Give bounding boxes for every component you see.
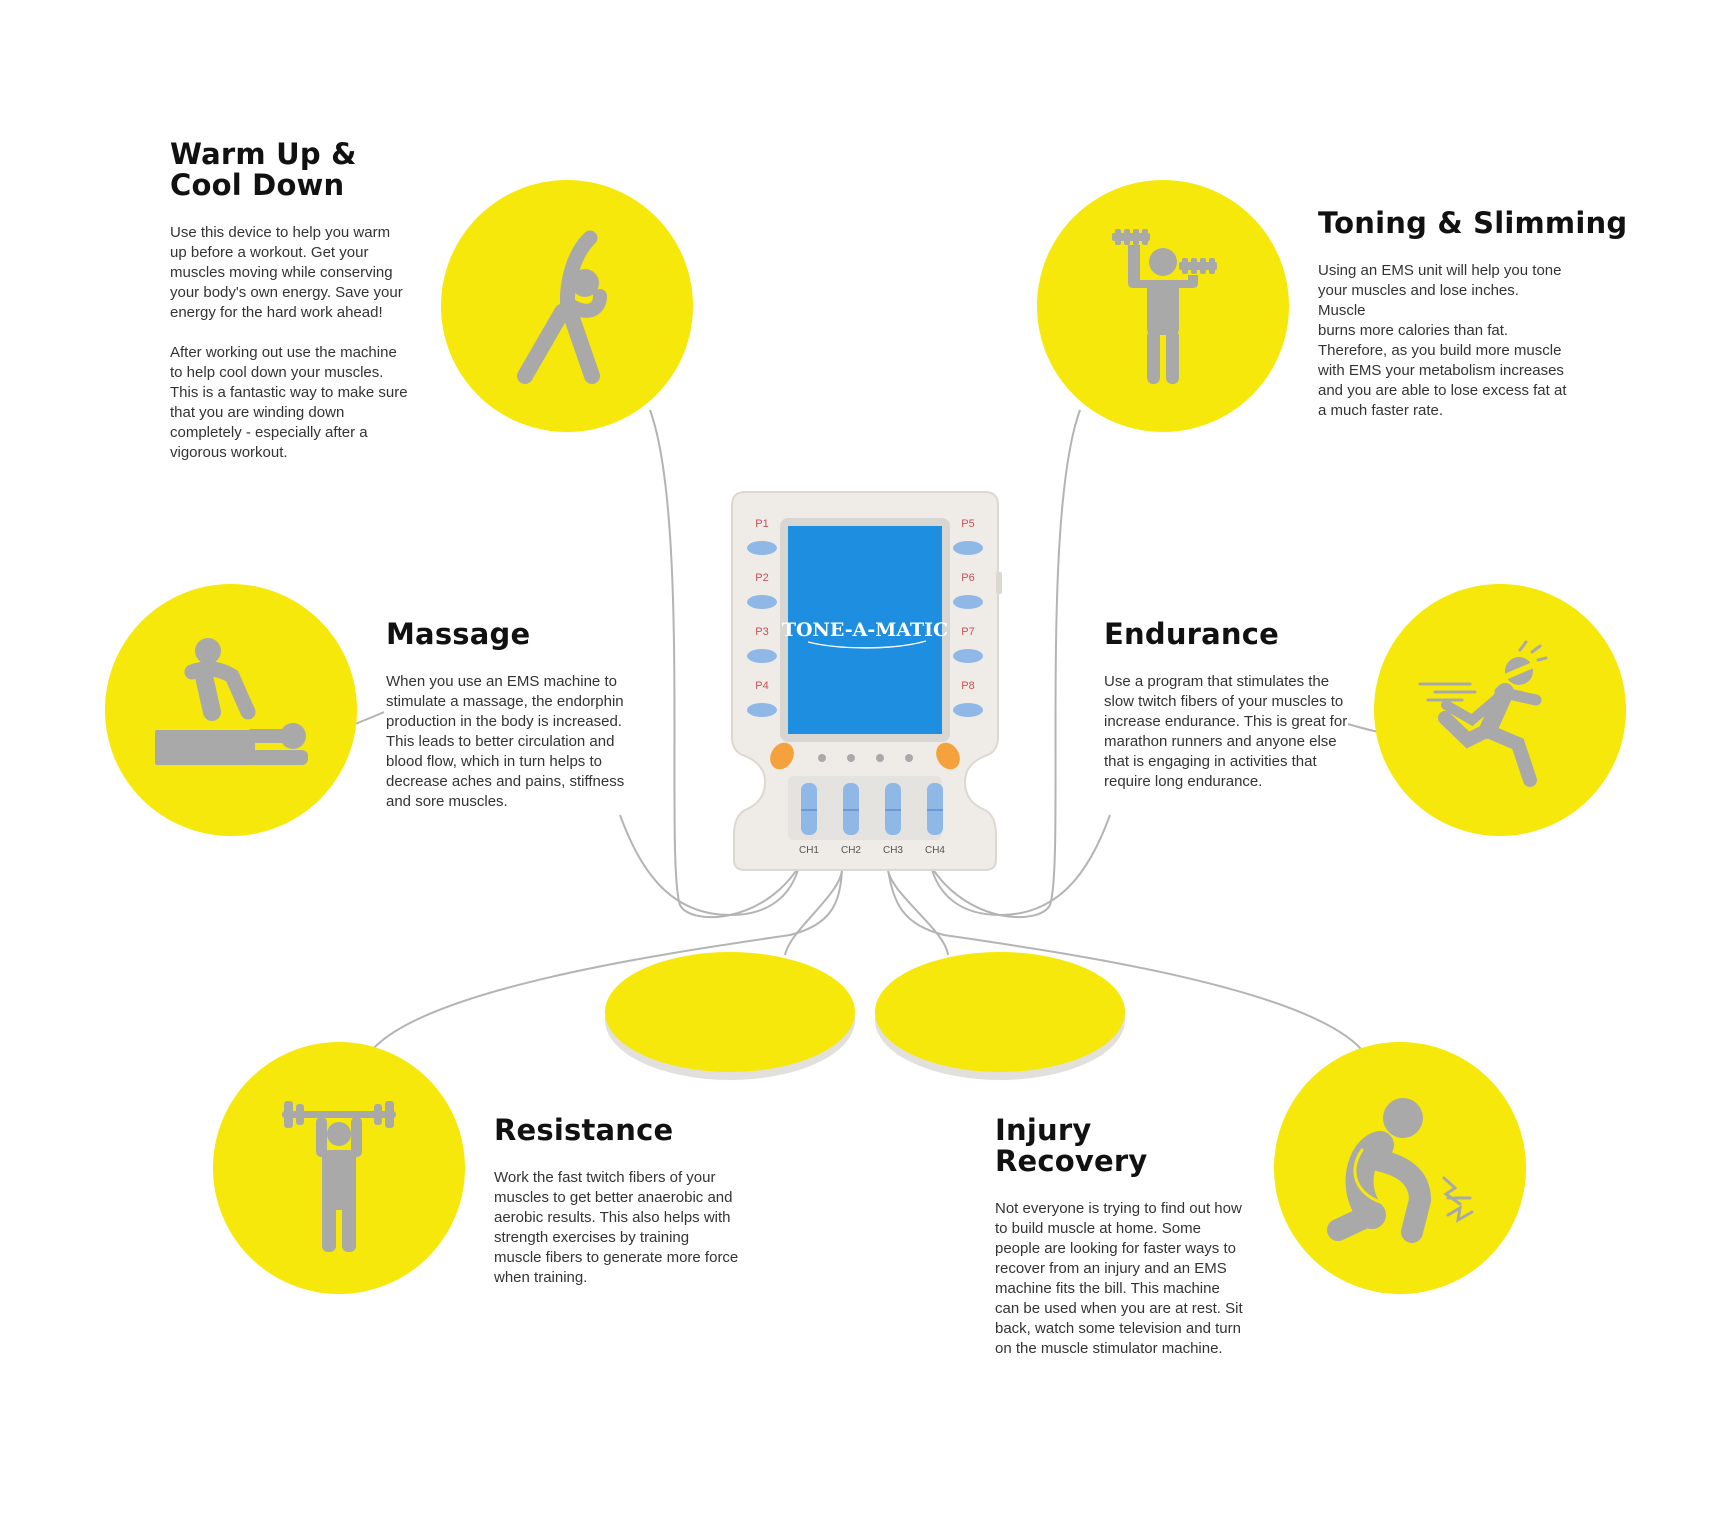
device-screen <box>788 526 942 734</box>
stretching-person-icon <box>517 230 607 384</box>
injury-section: Injury Recovery Not everyone is trying t… <box>995 1115 1245 1359</box>
warmup-section: Warm Up & Cool Down Use this device to h… <box>170 139 410 463</box>
program-button-p5[interactable] <box>953 541 983 555</box>
toning-section: Toning & Slimming Using an EMS unit will… <box>1318 208 1678 421</box>
program-label-p6: P6 <box>961 572 974 584</box>
program-button-p3[interactable] <box>747 649 777 663</box>
warmup-paragraph-1: Use this device to help you warm up befo… <box>170 224 403 321</box>
massage-icon <box>155 638 308 765</box>
program-label-p4: P4 <box>755 680 768 692</box>
resistance-paragraph: Work the fast twitch fibers of your musc… <box>494 1169 739 1286</box>
left-knob[interactable] <box>765 738 798 773</box>
endurance-paragraph: Use a program that stimulates the slow t… <box>1104 673 1348 790</box>
indicator-led <box>818 754 826 762</box>
injury-paragraph: Not everyone is trying to find out how t… <box>995 1200 1243 1357</box>
running-person-icon <box>1418 640 1548 787</box>
program-label-p1: P1 <box>755 518 768 530</box>
program-button-p7[interactable] <box>953 649 983 663</box>
massage-title: Massage <box>386 617 531 651</box>
program-button-p4[interactable] <box>747 703 777 717</box>
program-label-p2: P2 <box>755 572 768 584</box>
warmup-circle <box>441 180 693 432</box>
massage-circle <box>105 584 357 836</box>
indicator-led <box>876 754 884 762</box>
injury-circle <box>1274 1042 1526 1294</box>
program-label-p7: P7 <box>961 626 974 638</box>
indicator-led <box>847 754 855 762</box>
channel-label-ch1: CH1 <box>799 845 819 856</box>
program-button-p8[interactable] <box>953 703 983 717</box>
resistance-section: Resistance Work the fast twitch fibers o… <box>494 1115 739 1288</box>
warmup-title: Warm Up & Cool Down <box>170 137 357 202</box>
toning-circle <box>1037 180 1289 432</box>
lead-wires <box>354 409 1379 1051</box>
channel-label-ch3: CH3 <box>883 845 903 856</box>
barbell-lift-icon <box>282 1101 396 1252</box>
channel-label-ch2: CH2 <box>841 845 861 856</box>
program-button-p6[interactable] <box>953 595 983 609</box>
warmup-paragraph-2: After working out use the machine to hel… <box>170 344 408 461</box>
endurance-circle <box>1374 584 1626 836</box>
massage-paragraph: When you use an EMS machine to stimulate… <box>386 673 625 810</box>
injury-title: Injury Recovery <box>995 1113 1148 1178</box>
toning-paragraph: Using an EMS unit will help you tone you… <box>1318 262 1567 419</box>
indicator-led <box>905 754 913 762</box>
program-button-p2[interactable] <box>747 595 777 609</box>
right-knob[interactable] <box>931 738 964 773</box>
electrode-pad-right <box>875 952 1125 1080</box>
resistance-title: Resistance <box>494 1113 674 1147</box>
knee-injury-icon <box>1327 1098 1474 1243</box>
channel-label-ch4: CH4 <box>925 845 945 856</box>
massage-section: Massage When you use an EMS machine to s… <box>386 619 636 812</box>
channel-panel <box>788 776 942 840</box>
program-label-p5: P5 <box>961 518 974 530</box>
program-button-p1[interactable] <box>747 541 777 555</box>
endurance-section: Endurance Use a program that stimulates … <box>1104 619 1352 792</box>
resistance-circle <box>213 1042 465 1294</box>
electrode-pad-left <box>605 952 855 1080</box>
program-label-p3: P3 <box>755 626 768 638</box>
endurance-title: Endurance <box>1104 617 1280 651</box>
program-label-p8: P8 <box>961 680 974 692</box>
toning-title: Toning & Slimming <box>1318 206 1628 240</box>
dumbbell-lift-icon <box>1112 229 1217 384</box>
brand-logo: TONE-A-MATIC <box>782 619 948 641</box>
